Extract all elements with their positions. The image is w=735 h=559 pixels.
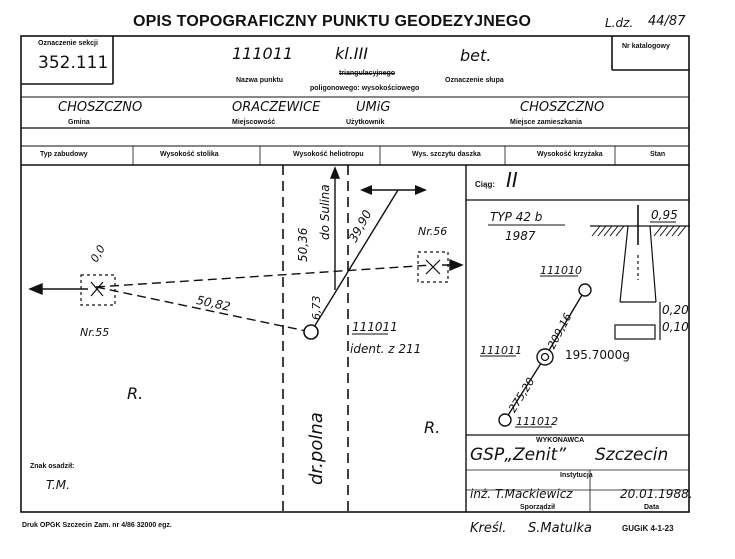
point-name: 111011 [232,44,294,63]
col-wys-daszka: Wys. szczytu daszka [412,151,481,158]
line-point-north [310,189,399,333]
post-marking: bet. [460,46,492,65]
col-wys-heliotropu: Wysokość heliotropu [293,151,364,158]
section-value: 352.111 [38,53,109,73]
author-name: inż. T.Mackiewicz [470,487,573,501]
line-55-56 [95,264,433,288]
catalog-label: Nr katalogowy [622,43,670,50]
col-wys-stolika: Wysokość stolika [160,151,219,158]
firm-name: GSP„Zenit” [470,445,567,465]
col-stan: Stan [650,151,666,158]
depth-value: 0,95 [651,208,678,222]
wykonawca-label: WYKONAWCA [536,437,585,444]
point-111011-marker [303,324,319,340]
angle-value: 195.7000g [565,348,630,362]
field-road-label: dr.polna [306,412,327,485]
monument-year: 1987 [505,229,536,243]
point-name-label: Nazwa punktu [236,77,284,84]
form-date: 20.01.1988. [620,487,693,501]
ldz-label: L.dz. [605,16,634,30]
nr56-marker [417,251,449,283]
kresl-label: Kreśl. [470,521,507,536]
section-label: Oznaczenie sekcji [38,40,98,47]
kresl-value: S.Matulka [528,521,593,536]
road-label: do Sulina [318,184,332,240]
sporzadzil-label: Sporządził [520,504,556,511]
znak-label: Znak osadził: [30,463,75,470]
firm-city: Szczecin [595,445,669,465]
ciag-label: Ciąg: [475,180,495,189]
gmina-label: Gmina [68,119,90,126]
ldz-value: 44/87 [648,14,686,29]
point-111012-marker [498,413,512,427]
col-wys-krzyzaka: Wysokość krzyżaka [537,151,603,158]
nr55-label: Nr.55 [80,326,110,339]
form-frame [20,35,690,513]
dist-6-73: 6,73 [310,295,323,321]
field-r-right: R. [424,418,441,437]
monument-section [590,205,690,340]
sketch-point-label: 111011 [352,320,398,334]
nr56-label: Nr.56 [418,225,448,238]
height-020: 0,20 [662,303,689,317]
field-r-left: R. [127,384,144,403]
zamieszkania-value: CHOSZCZNO [520,100,605,115]
line-55-point [95,286,312,333]
field-road-lines [282,165,349,512]
form-title: OPIS TOPOGRAFICZNY PUNKTU GEODEZYJNEGO [133,13,532,30]
point-111010-marker [578,283,592,297]
zamieszkania-label: Miejsce zamieszkania [510,119,582,126]
data-label: Data [644,504,660,511]
uzytkownik-label: Użytkownik [346,119,385,126]
detail-pt-c: 111012 [516,415,558,428]
print-info: Druk OPGK Szczecin Zam. nr 4/86 32000 eg… [22,522,172,529]
ground-hatching [591,225,687,237]
instytucja-label: Instytucja [560,472,593,479]
ident-label: ident. z 211 [350,342,422,356]
nr55-marker [80,274,116,306]
ciag-value: II [506,168,518,192]
znak-value: T.M. [46,478,70,492]
detail-pt-a: 111010 [540,264,582,277]
type-polig: poligonowego: wysokościowego [310,85,420,92]
uzytkownik-value: UMiG [356,100,391,115]
post-label: Oznaczenie słupa [445,77,504,84]
height-010: 0,10 [662,320,689,334]
gmina-value: CHOSZCZNO [58,100,143,115]
traverse-diagram [504,289,586,421]
dist-50-36: 50,36 [296,227,310,262]
col-typ-zabudowy: Typ zabudowy [40,151,88,158]
detail-pt-b: 111011 [480,344,522,357]
monument-type: TYP 42 b [490,210,543,224]
point-class: kl.III [335,44,368,63]
form-code: GUGiK 4-1-23 [622,524,674,533]
miejscowosc-label: Miejscowość [232,119,276,126]
miejscowosc-value: ORACZEWICE [232,100,321,115]
type-triang: triangulacyjnego [339,70,396,77]
